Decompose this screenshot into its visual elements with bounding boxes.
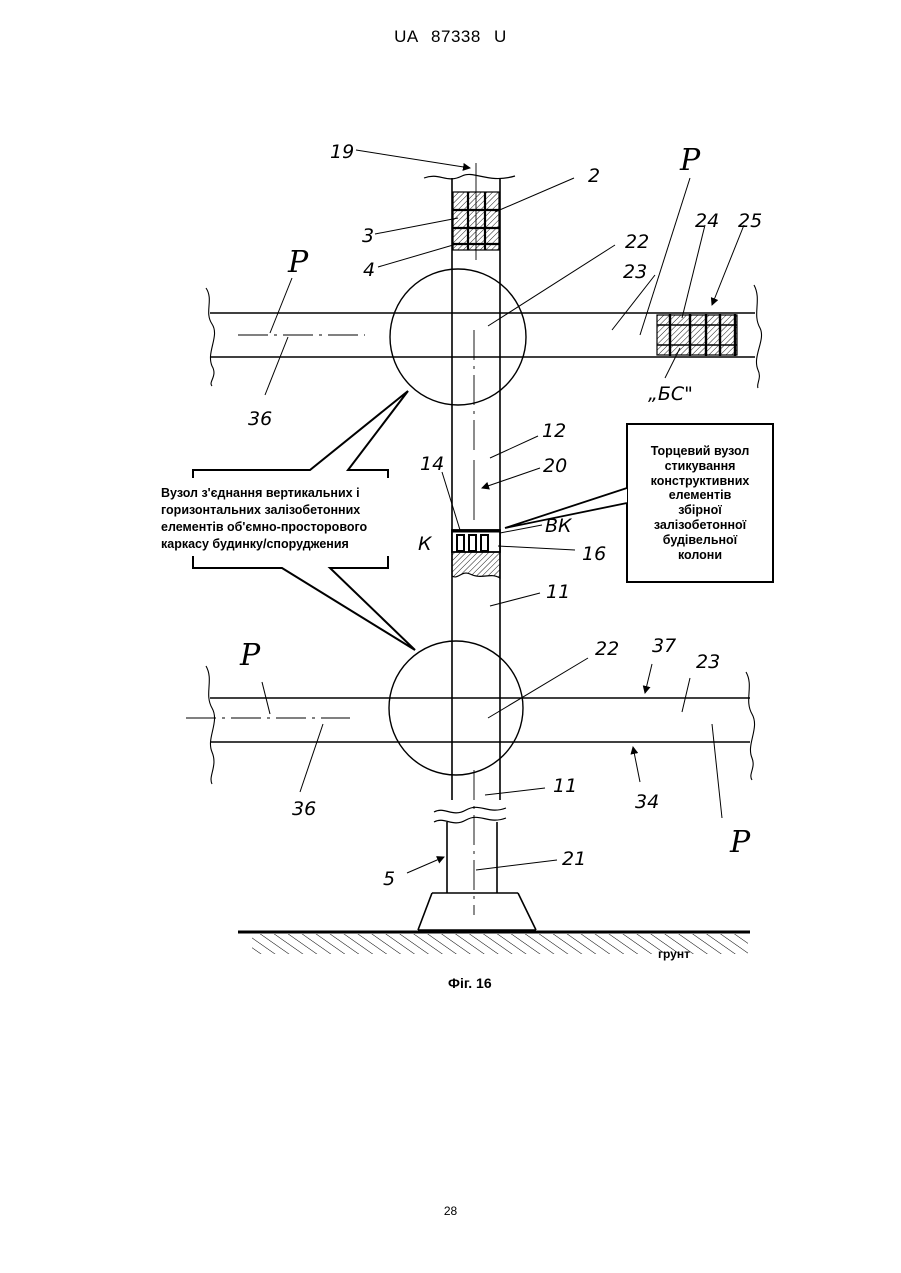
lower-beam <box>186 666 755 784</box>
beam-reinforcement-block <box>657 314 737 356</box>
label-P-lower-right: P <box>729 825 751 860</box>
svg-text:Вузол з'єднання вертикальних і: Вузол з'єднання вертикальних і <box>161 486 360 500</box>
label-BS: „БС" <box>648 383 693 405</box>
label-36-lower: 36 <box>292 798 316 820</box>
upper-joint-circle <box>390 269 526 405</box>
label-34: 34 <box>635 791 659 813</box>
label-19: 19 <box>330 141 354 163</box>
label-11-mid: 11 <box>546 581 570 603</box>
label-P-top-right: P <box>679 143 701 178</box>
figure-caption: Фіг. 16 <box>448 975 492 991</box>
svg-text:Торцевий вузол: Торцевий вузол <box>651 444 750 458</box>
label-14: 14 <box>420 453 444 475</box>
label-22-upper: 22 <box>625 231 649 253</box>
svg-text:будівельної: будівельної <box>663 533 738 547</box>
column-reinforcement-block <box>453 192 499 250</box>
label-5: 5 <box>383 868 395 890</box>
label-P-lower-left: P <box>239 638 261 673</box>
label-23-upper: 23 <box>623 261 647 283</box>
label-23-lower: 23 <box>696 651 720 673</box>
label-20: 20 <box>543 455 567 477</box>
label-25: 25 <box>738 210 762 232</box>
label-11-lower: 11 <box>553 775 577 797</box>
label-16: 16 <box>582 543 606 565</box>
label-P-upper-left: P <box>287 245 309 280</box>
callout-left-text: Вузол з'єднання вертикальних і горизонта… <box>161 486 368 551</box>
label-37: 37 <box>652 635 676 657</box>
label-24: 24 <box>695 210 719 232</box>
svg-text:залізобетонної: залізобетонної <box>654 518 747 532</box>
svg-text:колони: колони <box>678 548 722 562</box>
label-12: 12 <box>542 420 566 442</box>
label-VK: ВК <box>545 515 573 537</box>
label-22-lower: 22 <box>595 638 619 660</box>
label-36-upper: 36 <box>248 408 272 430</box>
label-K: К <box>418 533 433 555</box>
ground-label: грунт <box>658 947 690 961</box>
label-2: 2 <box>588 165 600 187</box>
label-21: 21 <box>562 848 586 870</box>
foundation <box>418 893 536 930</box>
svg-text:елементів: елементів <box>669 488 732 502</box>
page-number: 28 <box>0 1204 901 1218</box>
callout-right-text: Торцевий вузол стикування конструктивних… <box>651 444 750 562</box>
lower-joint-circle <box>389 641 523 775</box>
label-4: 4 <box>363 259 375 281</box>
svg-text:конструктивних: конструктивних <box>651 474 750 488</box>
svg-text:горизонтальних залізобетонних: горизонтальних залізобетонних <box>161 503 360 517</box>
svg-text:каркасу будинку/споруджения: каркасу будинку/споруджения <box>161 537 349 551</box>
label-3: 3 <box>362 225 374 247</box>
column-end-joint <box>452 530 500 578</box>
svg-text:збірної: збірної <box>678 503 722 517</box>
svg-text:стикування: стикування <box>665 459 736 473</box>
svg-text:елементів об'ємно-просторового: елементів об'ємно-просторового <box>161 520 368 534</box>
